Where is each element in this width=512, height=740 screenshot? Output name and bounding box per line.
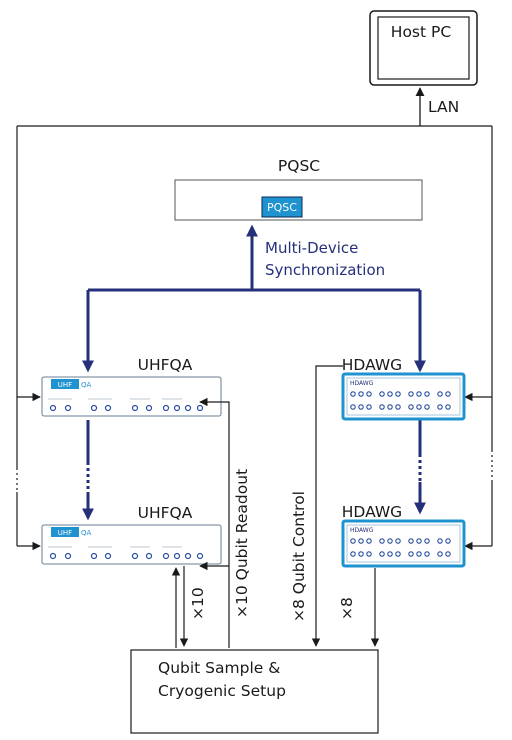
control-lines — [311, 365, 380, 647]
uhfqa-top-title: UHFQA — [138, 356, 193, 374]
readout-lines — [171, 397, 230, 648]
pqsc-badge-label: PQSC — [267, 201, 297, 214]
sample-box — [130, 649, 379, 734]
hdawg-bottom-title: HDAWG — [342, 503, 402, 521]
hdawg-top-title: HDAWG — [342, 356, 402, 374]
sample-label-line2: Cryogenic Setup — [158, 682, 286, 700]
host-pc-label: Host PC — [391, 23, 451, 41]
sync-lines — [82, 224, 426, 521]
pqsc-title: PQSC — [278, 157, 320, 175]
uhfqa-bottom-device: UHF QA — [41, 524, 222, 565]
sync-label-line2: Synchronization — [265, 261, 385, 279]
sample-label-line1: Qubit Sample & — [158, 659, 280, 677]
uhfqa-bottom-badge-b: QA — [81, 529, 92, 537]
hdawg-bottom-badge: HDAWG — [350, 527, 374, 534]
uhfqa-bottom-title: UHFQA — [138, 504, 193, 522]
uhfqa-bottom-badge-a: UHF — [58, 529, 72, 537]
readout-label: ×10 Qubit Readout — [233, 469, 251, 618]
readout-count: ×10 — [189, 587, 207, 620]
sync-label-line1: Multi-Device — [265, 239, 358, 257]
lan-bus — [16, 125, 493, 546]
control-count: ×8 — [338, 597, 356, 620]
uhfqa-top-badge-a: UHF — [58, 381, 72, 389]
lan-label: LAN — [428, 98, 459, 116]
hdawg-top-badge: HDAWG — [350, 380, 374, 387]
pqsc-badge — [261, 196, 303, 218]
control-label: ×8 Qubit Control — [290, 491, 308, 622]
uhfqa-top-device: UHF QA — [41, 376, 222, 417]
hdawg-bottom-device: HDAWG — [341, 519, 466, 568]
hdawg-top-device: HDAWG — [341, 372, 466, 421]
host-pc: Host PC — [369, 10, 478, 86]
uhfqa-top-badge-b: QA — [81, 381, 92, 389]
monitor-screen — [377, 16, 470, 80]
